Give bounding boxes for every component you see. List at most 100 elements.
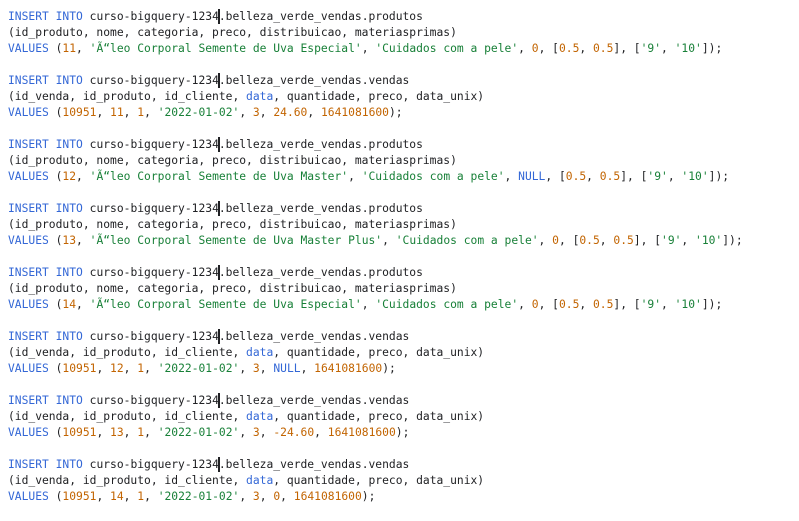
text-cursor xyxy=(217,264,220,280)
value-token: 14 xyxy=(110,490,124,503)
code-line: (id_produto, nome, categoria, preco, dis… xyxy=(8,153,793,169)
value-token: 1 xyxy=(137,426,145,439)
value-token: , xyxy=(76,170,90,183)
value-token: , xyxy=(579,298,593,311)
value-token: '2022-01-02' xyxy=(157,490,240,503)
project-id: curso-bigquery-1234 xyxy=(89,330,219,343)
value-token: , xyxy=(76,298,90,311)
column-list-token: data xyxy=(246,90,274,103)
table-path: .belleza_verde_vendas.vendas xyxy=(218,74,410,87)
value-token: ]); xyxy=(701,42,723,55)
project-id: curso-bigquery-1234 xyxy=(89,138,219,151)
value-token: 11 xyxy=(62,42,77,55)
value-token: 'Ã“leo Corporal Semente de Uva Master Pl… xyxy=(89,234,383,247)
column-list-token: data xyxy=(246,410,274,423)
value-token: '10' xyxy=(681,170,709,183)
project-id: curso-bigquery-1234 xyxy=(89,266,219,279)
value-token: 1641081600 xyxy=(293,490,362,503)
value-token: '10' xyxy=(674,298,702,311)
value-token: 10951 xyxy=(62,490,97,503)
value-token: 1641081600 xyxy=(327,426,396,439)
value-token: , xyxy=(239,426,253,439)
column-list-token: (id_venda, id_produto, id_cliente, xyxy=(8,410,247,423)
code-line: (id_venda, id_produto, id_cliente, data,… xyxy=(8,409,793,425)
column-list-token: (id_produto, nome, categoria, preco, dis… xyxy=(8,154,457,167)
value-token: '2022-01-02' xyxy=(157,426,240,439)
project-id: curso-bigquery-1234 xyxy=(89,202,219,215)
code-line: VALUES (12, 'Ã“leo Corporal Semente de U… xyxy=(8,169,793,185)
value-token: 'Cuidados com a pele' xyxy=(375,298,519,311)
insert-statement: INSERT INTO curso-bigquery-1234.belleza_… xyxy=(8,264,793,313)
value-token: , xyxy=(361,298,376,311)
column-list-token: (id_produto, nome, categoria, preco, dis… xyxy=(8,282,457,295)
code-line: (id_venda, id_produto, id_cliente, data,… xyxy=(8,345,793,361)
code-line: VALUES (10951, 11, 1, '2022-01-02', 3, 2… xyxy=(8,105,793,121)
value-token: ); xyxy=(388,106,403,119)
value-token: ( xyxy=(48,170,63,183)
value-token: , [ xyxy=(538,42,559,55)
value-token: , xyxy=(579,42,593,55)
value-token: ( xyxy=(48,234,63,247)
code-line: VALUES (10951, 14, 1, '2022-01-02', 3, 0… xyxy=(8,489,793,505)
value-token: 12 xyxy=(62,170,77,183)
value-token: 24.60 xyxy=(273,106,308,119)
column-list-token: data xyxy=(246,474,274,487)
value-token: , xyxy=(239,106,253,119)
sql-editor[interactable]: INSERT INTO curso-bigquery-1234.belleza_… xyxy=(8,8,793,521)
value-token: 0.5 xyxy=(613,234,634,247)
table-path: .belleza_verde_vendas.vendas xyxy=(218,394,410,407)
value-token: 0.5 xyxy=(579,234,600,247)
value-token: 13 xyxy=(110,426,124,439)
code-line: INSERT INTO curso-bigquery-1234.belleza_… xyxy=(8,392,793,409)
value-token: 'Cuidados com a pele' xyxy=(361,170,505,183)
table-path: .belleza_verde_vendas.produtos xyxy=(218,202,423,215)
value-token: 3 xyxy=(252,490,260,503)
value-token: ]); xyxy=(722,234,743,247)
sql-keyword: INSERT INTO xyxy=(8,266,83,279)
value-token: VALUES xyxy=(8,106,49,119)
code-line: (id_produto, nome, categoria, preco, dis… xyxy=(8,281,793,297)
text-cursor xyxy=(217,456,220,472)
value-token: , xyxy=(123,426,138,439)
code-line: INSERT INTO curso-bigquery-1234.belleza_… xyxy=(8,136,793,153)
value-token: , xyxy=(314,426,328,439)
value-token: 12 xyxy=(110,362,124,375)
code-line: INSERT INTO curso-bigquery-1234.belleza_… xyxy=(8,72,793,89)
column-list-token: (id_venda, id_produto, id_cliente, xyxy=(8,346,247,359)
value-token: '10' xyxy=(695,234,723,247)
value-token: , xyxy=(667,170,682,183)
insert-statement: INSERT INTO curso-bigquery-1234.belleza_… xyxy=(8,392,793,441)
code-line: VALUES (10951, 12, 1, '2022-01-02', 3, N… xyxy=(8,361,793,377)
code-line: INSERT INTO curso-bigquery-1234.belleza_… xyxy=(8,264,793,281)
column-list-token: (id_produto, nome, categoria, preco, dis… xyxy=(8,26,457,39)
value-token: , xyxy=(280,490,294,503)
value-token: , xyxy=(681,234,696,247)
value-token: VALUES xyxy=(8,362,49,375)
value-token: 14 xyxy=(62,298,77,311)
value-token: 'Ã“leo Corporal Semente de Uva Master' xyxy=(89,170,349,183)
value-token: VALUES xyxy=(8,298,49,311)
value-token: , xyxy=(144,426,158,439)
value-token: 13 xyxy=(62,234,77,247)
value-token: 0.5 xyxy=(558,298,580,311)
value-token: '2022-01-02' xyxy=(157,362,240,375)
sql-keyword: INSERT INTO xyxy=(8,202,83,215)
value-token: , xyxy=(259,362,274,375)
sql-keyword: INSERT INTO xyxy=(8,74,83,87)
value-token: , xyxy=(239,490,253,503)
value-token: -24.60 xyxy=(273,426,315,439)
value-token: 0.5 xyxy=(565,170,587,183)
value-token: ]); xyxy=(708,170,730,183)
insert-statement: INSERT INTO curso-bigquery-1234.belleza_… xyxy=(8,456,793,505)
code-line: (id_produto, nome, categoria, preco, dis… xyxy=(8,25,793,41)
value-token: , xyxy=(123,362,138,375)
value-token: , xyxy=(300,362,315,375)
value-token: , xyxy=(504,170,519,183)
value-token: , xyxy=(307,106,321,119)
value-token: '10' xyxy=(674,42,702,55)
code-line: INSERT INTO curso-bigquery-1234.belleza_… xyxy=(8,8,793,25)
value-token: '9' xyxy=(640,42,662,55)
value-token: , xyxy=(96,426,111,439)
value-token: VALUES xyxy=(8,170,49,183)
value-token: VALUES xyxy=(8,426,49,439)
